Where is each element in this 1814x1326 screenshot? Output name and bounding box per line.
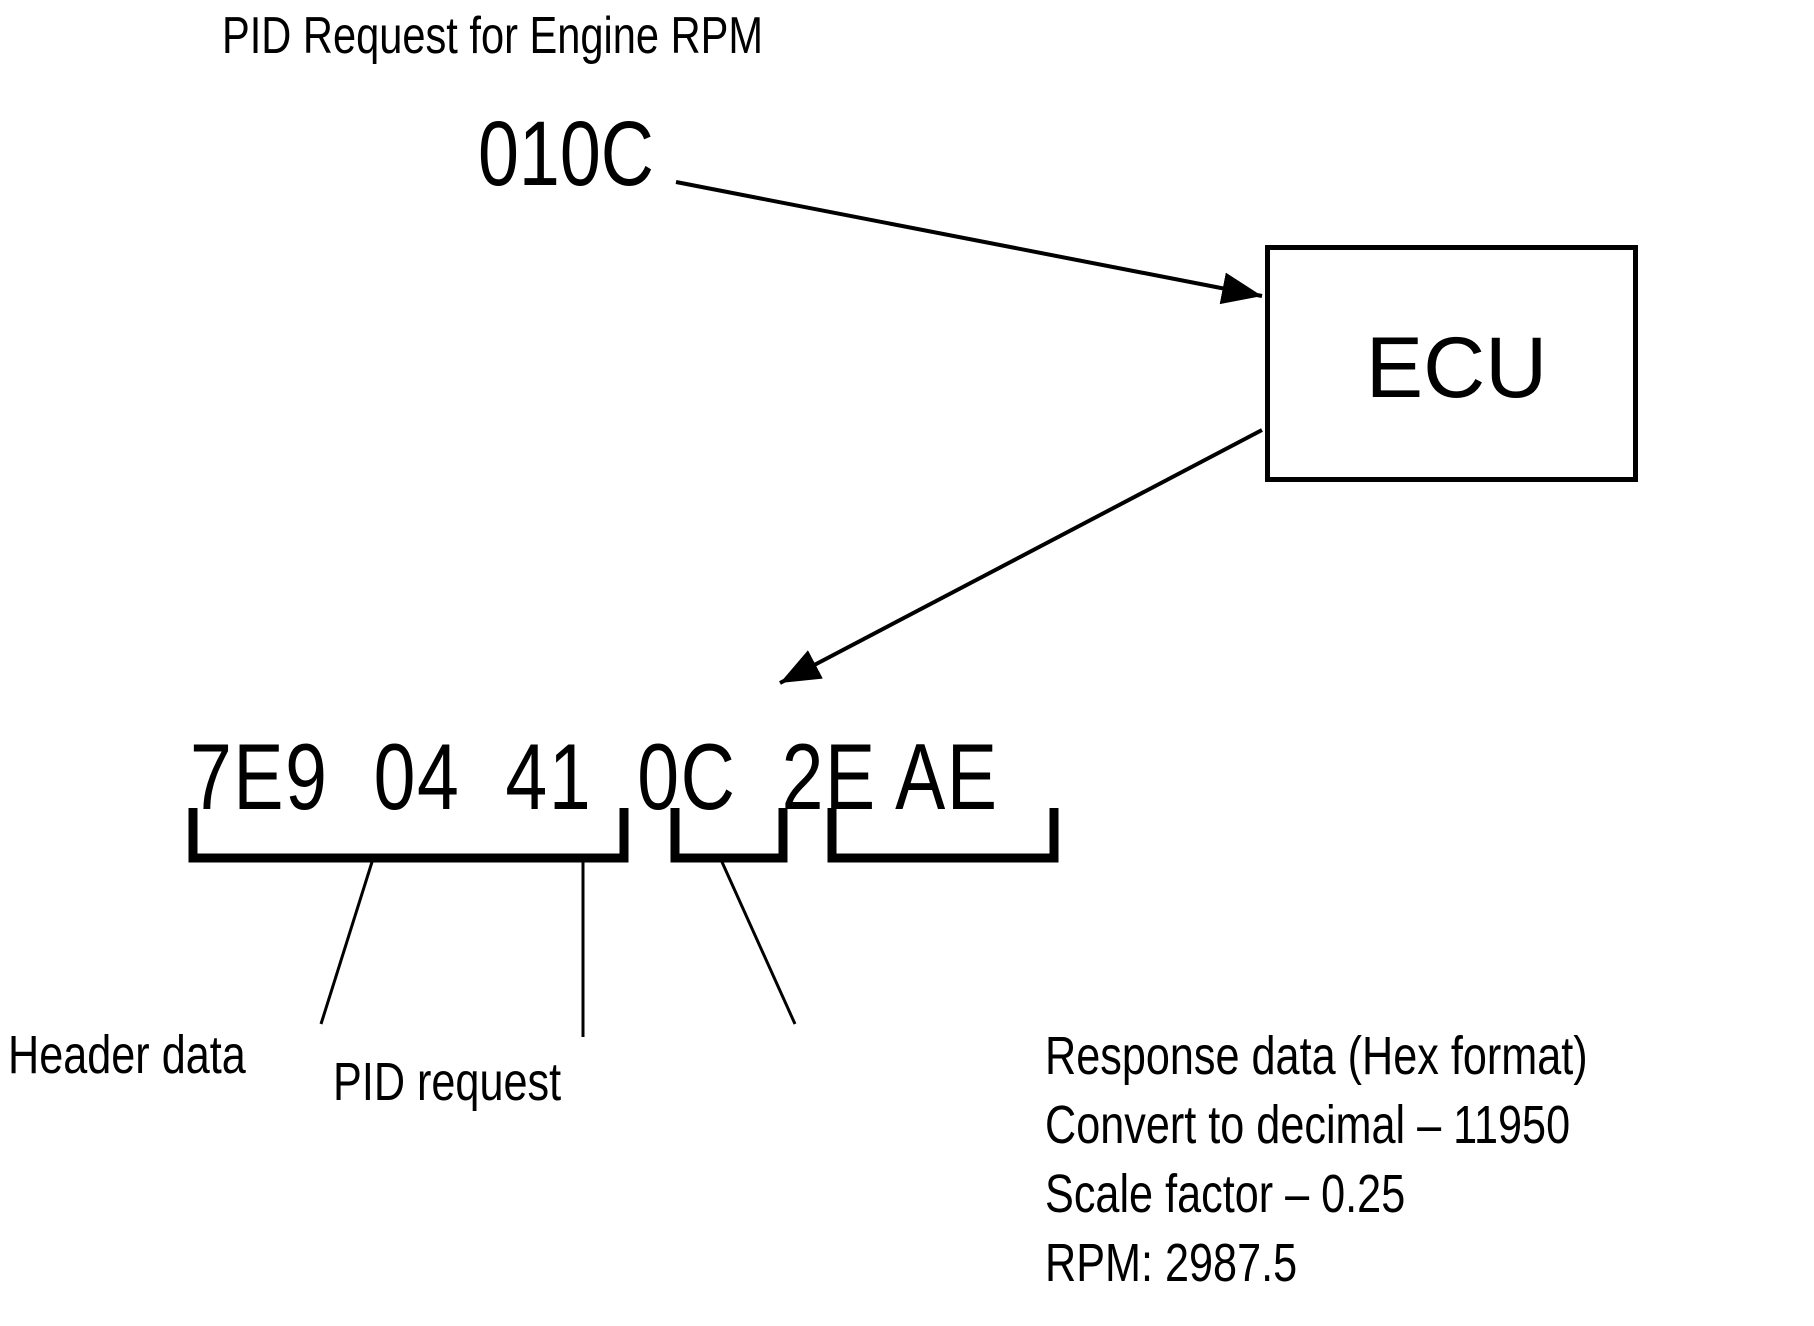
label-header-data: Header data (8, 1025, 246, 1085)
leader-line-response-data (720, 861, 797, 1025)
label-response-data: Response data (Hex format) (1045, 1026, 1588, 1086)
request-arrow (675, 180, 1263, 305)
request-code: 010C (478, 103, 654, 205)
page-title: PID Request for Engine RPM (222, 7, 764, 65)
leader-line-header-data (319, 861, 374, 1025)
ecu-node-label: ECU (1365, 320, 1548, 416)
label-convert-to-decimal: Convert to decimal – 11950 (1045, 1095, 1571, 1155)
label-pid-request: PID request (333, 1052, 562, 1112)
ecu-node: ECU (1265, 245, 1638, 482)
response-arrow (779, 428, 1263, 685)
response-frame: 7E9 04 41 0C 2E AE (190, 724, 999, 829)
label-rpm-result: RPM: 2987.5 (1045, 1233, 1298, 1293)
label-scale-factor: Scale factor – 0.25 (1045, 1164, 1406, 1224)
